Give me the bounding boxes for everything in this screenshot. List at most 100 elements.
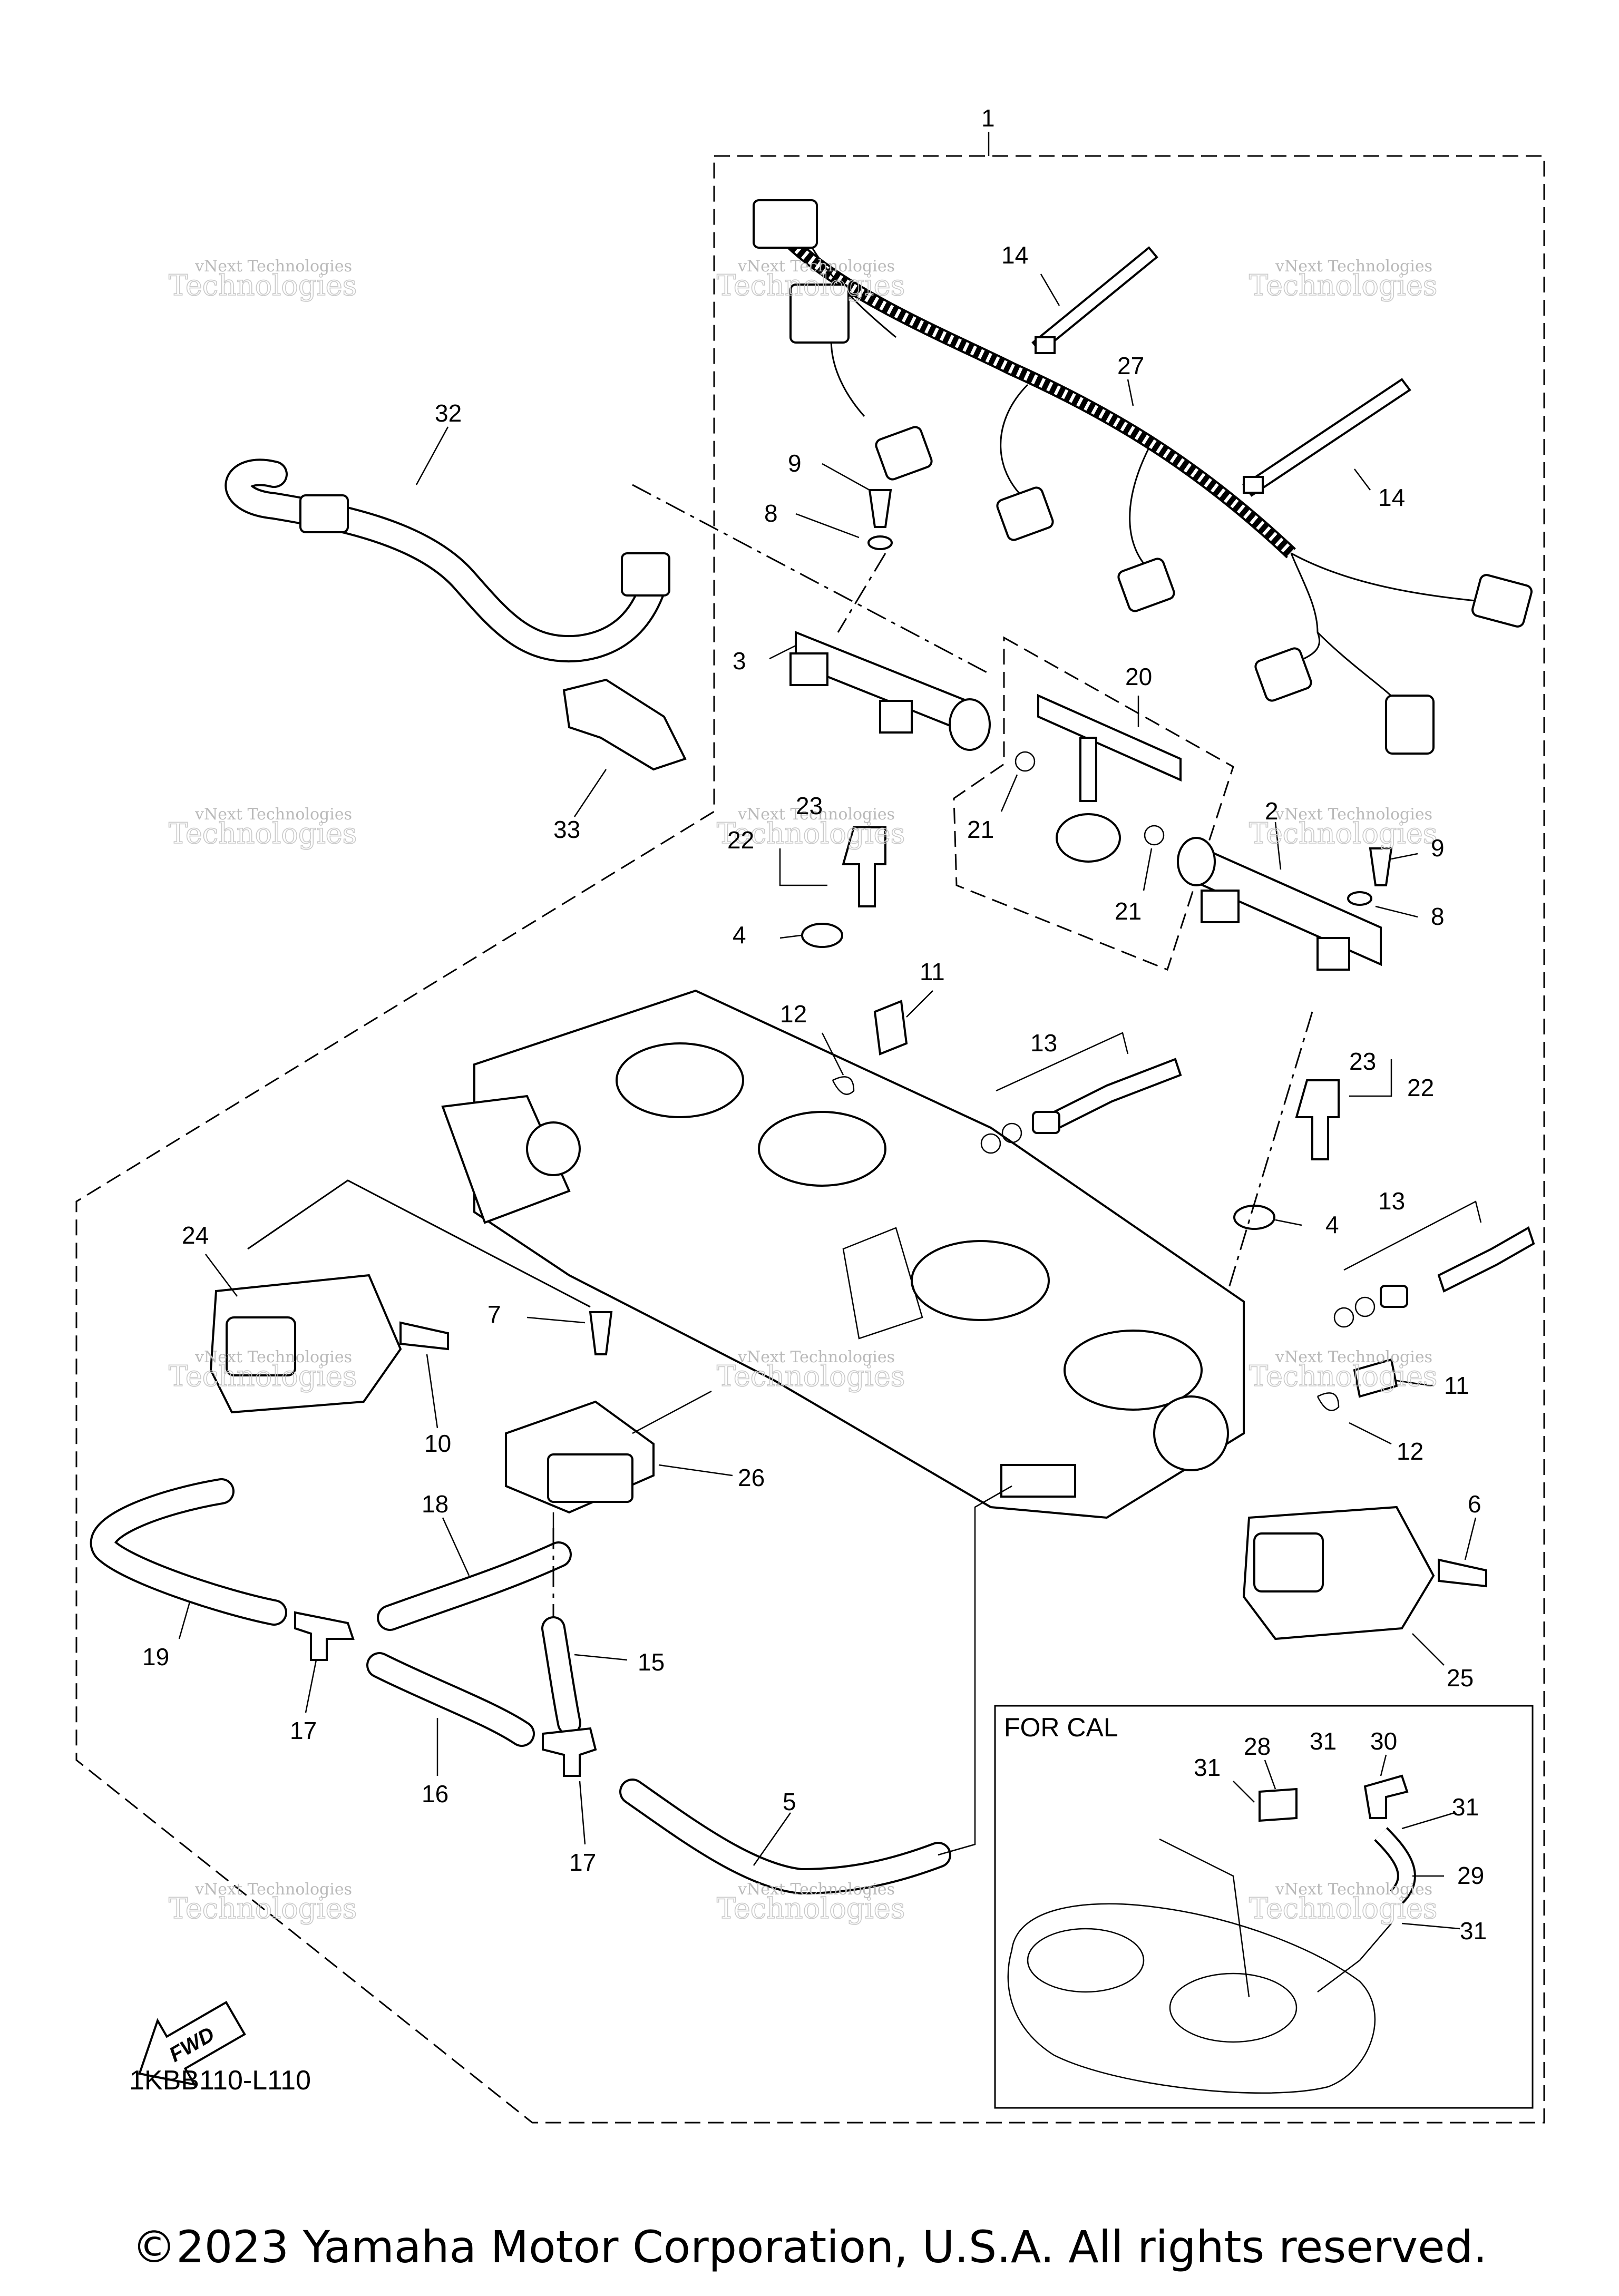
callout-8a: 8 <box>764 500 778 527</box>
hose-fitting <box>299 494 349 533</box>
leader-22a <box>779 848 827 886</box>
callout-12b: 12 <box>1397 1438 1423 1465</box>
leader-4b <box>1275 1219 1302 1226</box>
throttle-body <box>441 989 1245 1519</box>
assembly-boundaries <box>75 132 1545 2124</box>
harness-connector <box>1117 558 1175 612</box>
sensors <box>205 1179 1487 1666</box>
o-ring-21 <box>1144 825 1165 846</box>
copyright-notice: ©2023 Yamaha Motor Corporation, U.S.A. A… <box>132 2221 1487 2273</box>
leader-12a <box>821 1032 844 1076</box>
leader-24-bracket <box>247 1179 591 1308</box>
harness-connector <box>875 426 933 481</box>
watermark: vNext Technologies <box>737 805 895 824</box>
leader-13b-bracket <box>1343 1200 1482 1271</box>
fuel-joint-20 <box>1037 693 1182 782</box>
leader-7 <box>526 1316 586 1324</box>
leader-13a-bracket <box>996 1032 1129 1092</box>
cable-tie <box>1242 378 1411 497</box>
seal-4 <box>1233 1205 1275 1230</box>
leader-6 <box>1464 1517 1477 1560</box>
callout-8b: 8 <box>1431 903 1445 930</box>
callout-12a: 12 <box>780 1000 807 1028</box>
watermark: vNext Technologies <box>1275 1348 1432 1366</box>
harness-branch <box>1291 552 1476 602</box>
watermark: Technologies <box>717 269 905 302</box>
clip-12 <box>832 1076 855 1095</box>
leader-10 <box>426 1354 438 1429</box>
callout-22b: 22 <box>1407 1074 1434 1101</box>
hose-18 <box>379 1543 570 1629</box>
adjust-screws <box>821 990 1535 1445</box>
mount-line <box>632 484 991 676</box>
callout-6: 6 <box>1468 1490 1481 1518</box>
callout-14a: 14 <box>1001 241 1028 269</box>
bolt-9 <box>1369 847 1393 886</box>
callout-28: 28 <box>1244 1733 1271 1760</box>
hose-29 <box>1376 1829 1414 1902</box>
leader-31b <box>1401 1812 1455 1830</box>
leader-8a <box>795 513 860 539</box>
fuel-hose-32 <box>225 426 687 817</box>
subassembly-20-boundary <box>953 636 1234 971</box>
leader-33 <box>573 769 607 817</box>
joint-30 <box>1363 1774 1409 1819</box>
callout-31d: 31 <box>1460 1917 1487 1945</box>
callout-21a: 21 <box>967 816 994 843</box>
callout-15: 15 <box>638 1648 665 1676</box>
watermarks: Technologies vNext Technologies Technolo… <box>168 257 1438 1926</box>
leader-17a <box>305 1659 317 1713</box>
leader-21b <box>1143 848 1153 891</box>
callout-30: 30 <box>1370 1727 1397 1755</box>
leader-14a <box>1040 273 1060 306</box>
leader-27 <box>1127 379 1134 406</box>
leader-17b <box>579 1781 586 1845</box>
leader-25 <box>1412 1633 1445 1666</box>
leader-28 <box>1264 1760 1276 1790</box>
callout-11a: 11 <box>920 958 945 985</box>
assembly-1-boundary <box>75 155 1545 2124</box>
wire-harness <box>753 199 1533 755</box>
leader-26 <box>658 1464 733 1477</box>
watermark: Technologies <box>717 1360 905 1393</box>
leader-31d <box>1401 1922 1460 1930</box>
callout-3: 3 <box>733 647 746 675</box>
harness-branch <box>1316 631 1398 702</box>
watermark: Technologies <box>1249 1892 1437 1925</box>
harness-branch <box>1129 447 1155 575</box>
harness-connector <box>753 199 818 249</box>
callout-19: 19 <box>142 1643 169 1670</box>
joint-17 <box>542 1727 597 1777</box>
callout-23b: 23 <box>1349 1048 1376 1075</box>
inset-title: FOR CAL <box>1004 1713 1118 1742</box>
fwd-arrow <box>138 2000 246 2086</box>
callout-13b: 13 <box>1378 1187 1405 1215</box>
callout-11b: 11 <box>1444 1372 1469 1399</box>
leader-11a <box>906 990 933 1018</box>
leader-22b <box>1349 1059 1392 1097</box>
watermark: vNext Technologies <box>194 1348 352 1366</box>
callout-9b: 9 <box>1431 834 1445 862</box>
leader-21a <box>1000 774 1018 812</box>
leader-11b <box>1396 1380 1434 1387</box>
leader-9b <box>1391 853 1418 860</box>
callout-18: 18 <box>422 1490 448 1518</box>
watermark: Technologies <box>717 817 905 850</box>
diagram-code: 1KBB110-L110 <box>129 2065 311 2096</box>
leader-18 <box>442 1517 470 1576</box>
hose-fitting <box>621 552 670 597</box>
callout-31b: 31 <box>1310 1727 1337 1755</box>
harness-branch <box>1000 384 1033 507</box>
watermark: Technologies <box>1249 1360 1437 1393</box>
throttle-shaft-end <box>1153 1395 1229 1471</box>
throttle-bore <box>616 1042 744 1118</box>
screw-10 <box>399 1321 449 1351</box>
hose-15 <box>543 1618 579 1733</box>
callout-20: 20 <box>1125 663 1152 690</box>
callout-13a: 13 <box>1030 1029 1057 1057</box>
leader-19 <box>178 1601 191 1639</box>
leader-14b <box>1354 468 1371 491</box>
callout-16: 16 <box>422 1780 448 1808</box>
